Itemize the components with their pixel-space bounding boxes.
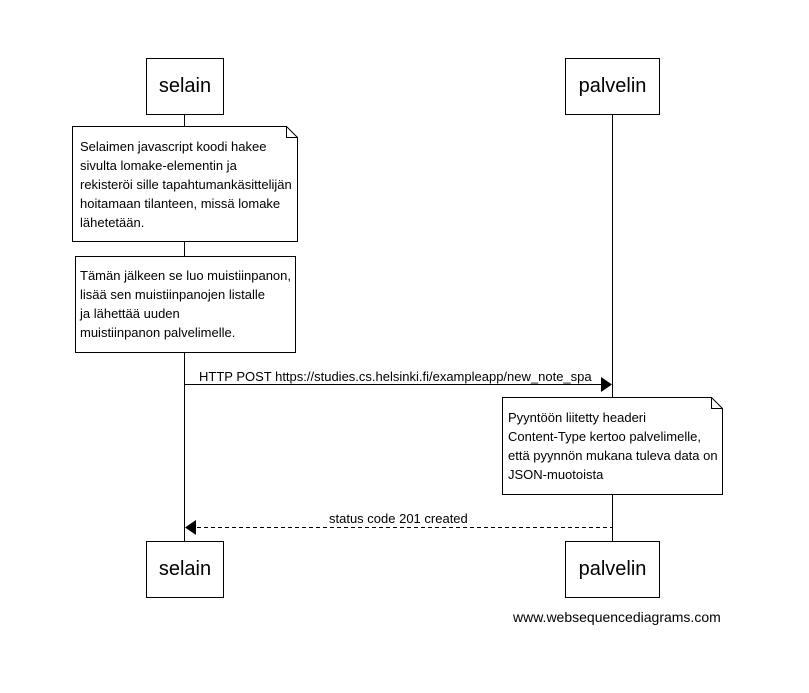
note-2-text: Tämän jälkeen se luo muistiinpanon, lisä… xyxy=(80,268,292,340)
participant-server-bottom: palvelin xyxy=(565,541,660,598)
note-1-fold xyxy=(286,126,298,138)
post-arrowhead xyxy=(601,377,612,392)
participant-browser-bottom: selain xyxy=(146,541,224,598)
note-2-shape xyxy=(75,256,296,353)
footer-watermark: www.websequencediagrams.com xyxy=(513,609,721,625)
note-1-shape xyxy=(72,126,298,242)
note-3-fold xyxy=(711,397,723,409)
post-message-label: HTTP POST https://studies.cs.helsinki.fi… xyxy=(199,369,592,384)
participant-browser-top: selain xyxy=(146,58,224,115)
note-3-shape xyxy=(502,397,723,495)
note-3-text: Pyyntöön liitetty headeri Content-Type k… xyxy=(508,410,718,482)
response-arrowhead xyxy=(185,520,196,535)
note-1-text: Selaimen javascript koodi hakee sivulta … xyxy=(80,139,292,230)
participant-server-top: palvelin xyxy=(565,58,660,115)
response-message-label: status code 201 created xyxy=(329,511,468,526)
